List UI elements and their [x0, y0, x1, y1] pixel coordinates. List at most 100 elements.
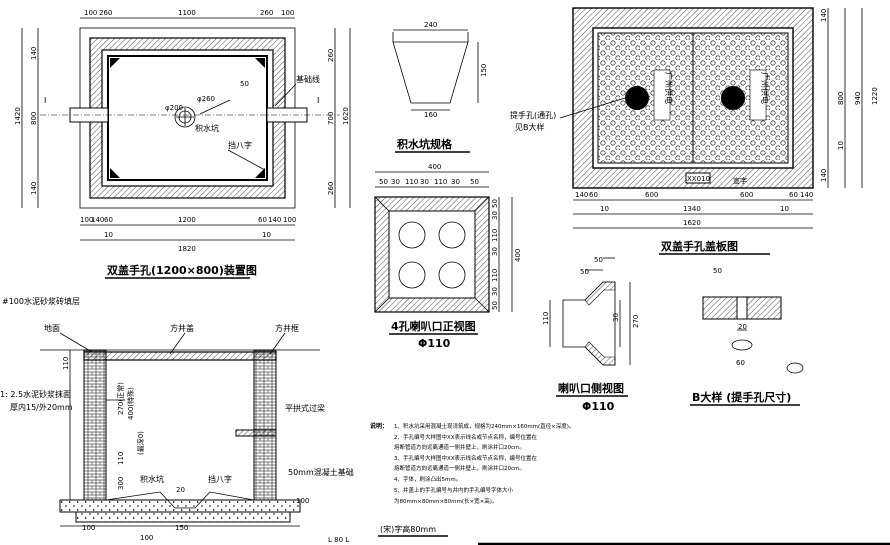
dim: 100 — [80, 216, 93, 224]
label-cover: 方井盖 — [170, 323, 194, 333]
dim: 140 — [91, 216, 104, 224]
dim: 1420 — [14, 107, 22, 125]
dim: 110 — [491, 269, 499, 282]
label-sump-section: 积水坑 — [140, 474, 164, 484]
note-line: 2、手孔编号大样图中XX表示线名或节点名称，编号位置在 — [394, 433, 538, 441]
label-mortar2: 厚内15/外20mm — [10, 402, 73, 412]
horn-front-title: 4孔喇叭口正视图 — [391, 319, 476, 333]
dim: 140 — [800, 191, 813, 199]
dim: 110 — [62, 357, 70, 370]
label-phi: φ200 — [165, 104, 183, 112]
dim: 50 — [594, 256, 603, 264]
notes-block: 说明： 1、积水坑采用混凝土现浇筑成，规格为240mm×160mm(直径×深度)… — [370, 422, 574, 505]
note-line: 熔断管道方向远离通道一侧井壁上，刷涂井口20cm。 — [394, 464, 525, 472]
dim: 1100 — [178, 9, 196, 17]
label-fill: #100水泥砂浆砖填层 — [2, 296, 80, 306]
notes-heading: 说明： — [370, 422, 388, 430]
dim: 50 — [470, 178, 479, 186]
dim: 400(特殊) — [126, 387, 135, 420]
dim: 940 — [854, 92, 862, 105]
horn-front-sub: Φ110 — [418, 337, 451, 350]
dim: 1340 — [683, 205, 701, 213]
dim: 260 — [327, 182, 335, 195]
dim: 10 — [837, 141, 845, 150]
dim-total: 1620 — [683, 219, 701, 227]
label-frame: 方井框 — [275, 323, 299, 333]
sump-title: 积水坑规格 — [397, 137, 453, 151]
horn-side-sub: Φ110 — [582, 400, 615, 413]
dim: 60 — [104, 216, 113, 224]
dim: 50 — [379, 178, 388, 186]
dim: 30 — [612, 313, 620, 322]
note-line: 4、字体，刷涂凸出5mm。 — [394, 475, 461, 483]
label-lift-hole2: 见B大样 — [515, 122, 545, 132]
label-bayz: 挡八字 — [228, 140, 252, 150]
cover-title: 双盖手孔盖板图 — [661, 239, 738, 253]
dim: 140 — [268, 216, 281, 224]
dim: 110 — [542, 312, 550, 325]
dim: (最深0) — [136, 431, 145, 455]
dim: 50 — [491, 301, 499, 310]
horn-side-view: 50 50 110 30 270 喇叭口侧视图 Φ110 — [542, 256, 640, 413]
dim: 110 — [434, 178, 447, 186]
dim: 60 — [789, 191, 798, 199]
dim: 140 — [575, 191, 588, 199]
dim: 10 — [262, 231, 271, 239]
horn-front-view: 400 50 30 110 30 110 30 50 50 30 110 30 … — [374, 163, 522, 350]
note-line: 1、积水坑采用混凝土现浇筑成，规格为240mm×160mm(直径×深度)。 — [394, 422, 574, 430]
dim: 60 — [589, 191, 598, 199]
note-line: 3、手孔编号大样图中XX表示线名或节点名称，编号位置在 — [394, 454, 538, 462]
section-mark: I — [317, 96, 319, 105]
dim: 800 — [837, 92, 845, 105]
dim: 50 — [713, 267, 722, 275]
label-bayz-section: 挡八字 — [208, 474, 232, 484]
dim: 100 — [281, 9, 294, 17]
dim: 20 — [176, 486, 185, 494]
dim: 400 — [514, 249, 522, 262]
dim: 260 — [260, 9, 273, 17]
dim: 600 — [645, 191, 658, 199]
dim: 30 — [491, 247, 499, 256]
brand-text: 广州供电 — [760, 72, 770, 104]
label-beam: 平拱式过梁 — [285, 403, 325, 413]
dim: 240 — [424, 21, 437, 29]
dim: 260 — [99, 9, 112, 17]
dim: 100 — [296, 497, 309, 505]
label-lift-hole: 提手孔(通孔) — [510, 110, 556, 120]
plan-title: 双盖手孔(1200×800)装置图 — [107, 263, 257, 277]
label-baseline: 基础线 — [296, 74, 320, 84]
dim: 100 — [84, 9, 97, 17]
sump-spec: 240 160 150 积水坑规格 — [392, 21, 488, 153]
dim: 100 — [283, 216, 296, 224]
dim: 140 — [30, 47, 38, 60]
dim: 140 — [30, 182, 38, 195]
dim: 30 — [391, 178, 400, 186]
horn-side-title: 喇叭口侧视图 — [558, 381, 624, 395]
label-concrete-base: 50mm混凝土基础 — [288, 467, 354, 477]
dim: 110 — [405, 178, 418, 186]
plan-view: 100 260 1100 260 100 100 140 60 1200 60 … — [14, 9, 351, 279]
dim: 50 — [240, 80, 249, 88]
dim: 10 — [104, 231, 113, 239]
dim: 60 — [258, 216, 267, 224]
dim-total: 1820 — [178, 245, 196, 253]
dim: 1200 — [178, 216, 196, 224]
dim: 30 — [451, 178, 460, 186]
dim: 100 — [82, 524, 95, 532]
section-view: #100水泥砂浆砖填层 地面 方井盖 方井框 1: 2.5水泥砂浆抹面 厚内15… — [0, 296, 354, 542]
dim: 150 — [480, 64, 488, 77]
dim: 400 — [428, 163, 441, 171]
dim: 110 — [491, 229, 499, 242]
dim: 300 — [117, 477, 125, 490]
dim: 260 — [327, 49, 335, 62]
dim: 10 — [780, 205, 789, 213]
note-line: 5、井盖上的手孔编号与井内的手孔编号字体大小 — [394, 486, 514, 494]
b-detail-title: B大样 (提手孔尺寸) — [692, 390, 791, 404]
section-mark: I — [44, 96, 46, 105]
dim: 270 — [632, 315, 640, 328]
dim: 50 — [491, 199, 499, 208]
brand-text: 广州供电 — [664, 72, 674, 104]
note-line: 为80mm×80mm×80mm(长×宽×高)。 — [394, 497, 497, 505]
dim: 160 — [424, 111, 437, 119]
